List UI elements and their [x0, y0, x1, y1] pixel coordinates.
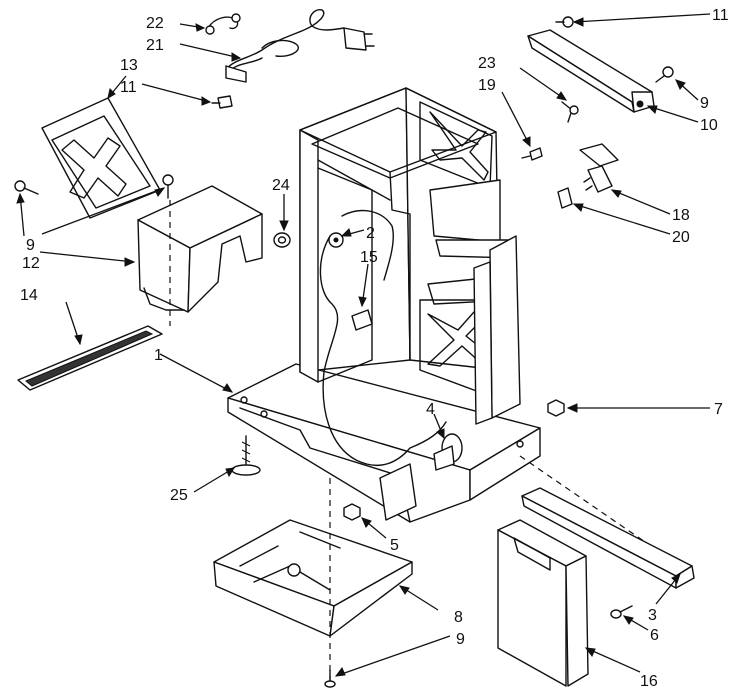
label-10: 10	[700, 117, 718, 134]
callout-leaders	[16, 13, 711, 677]
label-13: 13	[120, 57, 138, 74]
screw-part-9-bottom	[324, 669, 336, 688]
label-3: 3	[648, 607, 657, 624]
part-3-slide-rail	[521, 487, 695, 589]
label-11-left: 11	[120, 79, 137, 96]
label-23: 23	[478, 55, 496, 72]
label-15: 15	[360, 249, 378, 266]
part-8-bottom-tray	[213, 519, 413, 637]
label-21: 21	[146, 37, 164, 54]
part-18-switch-assembly	[579, 143, 619, 193]
part-16-side-trim	[497, 519, 589, 687]
part-22-strain-relief	[205, 13, 241, 35]
label-9-bottom: 9	[456, 631, 465, 648]
label-20: 20	[672, 229, 690, 246]
grommet-part-24	[273, 232, 291, 248]
part-13-side-panel	[41, 97, 161, 219]
label-16: 16	[640, 673, 658, 690]
screw-part-9-left	[14, 180, 39, 195]
label-9-top-right: 9	[700, 95, 709, 112]
part-23-clip	[561, 101, 579, 123]
label-8: 8	[454, 609, 463, 626]
label-24: 24	[272, 177, 290, 194]
label-2: 2	[366, 225, 375, 242]
screw-part-11-left	[211, 95, 233, 109]
screw-part-19	[521, 147, 543, 161]
label-7: 7	[714, 401, 723, 418]
part-10-rail	[527, 29, 674, 113]
screw-part-6	[610, 605, 633, 619]
label-25: 25	[170, 487, 188, 504]
label-18: 18	[672, 207, 690, 224]
label-5: 5	[390, 537, 399, 554]
screw-part-11-top	[555, 16, 574, 28]
nut-part-7	[547, 399, 565, 417]
label-6: 6	[650, 627, 659, 644]
label-12: 12	[22, 255, 40, 272]
part-21-power-cord	[225, 9, 375, 83]
label-9-left: 9	[26, 237, 35, 254]
part-1-cabinet-frame	[227, 87, 541, 523]
callout-numbers: 22 21 13 11 9 12 14 1 24 2 15 4 11 9 10 …	[20, 7, 729, 690]
label-1: 1	[154, 347, 163, 364]
label-19: 19	[478, 77, 496, 94]
nut-part-5	[343, 503, 361, 521]
part-25-leveling-foot	[231, 435, 261, 476]
label-22: 22	[146, 15, 164, 32]
part-12-top-cover	[137, 185, 263, 313]
part-20-bracket	[557, 187, 573, 209]
screw-part-9-cover	[162, 174, 174, 199]
label-11-top: 11	[712, 7, 729, 24]
part-14-strip	[17, 325, 163, 391]
label-4: 4	[426, 401, 435, 418]
label-14: 14	[20, 287, 38, 304]
